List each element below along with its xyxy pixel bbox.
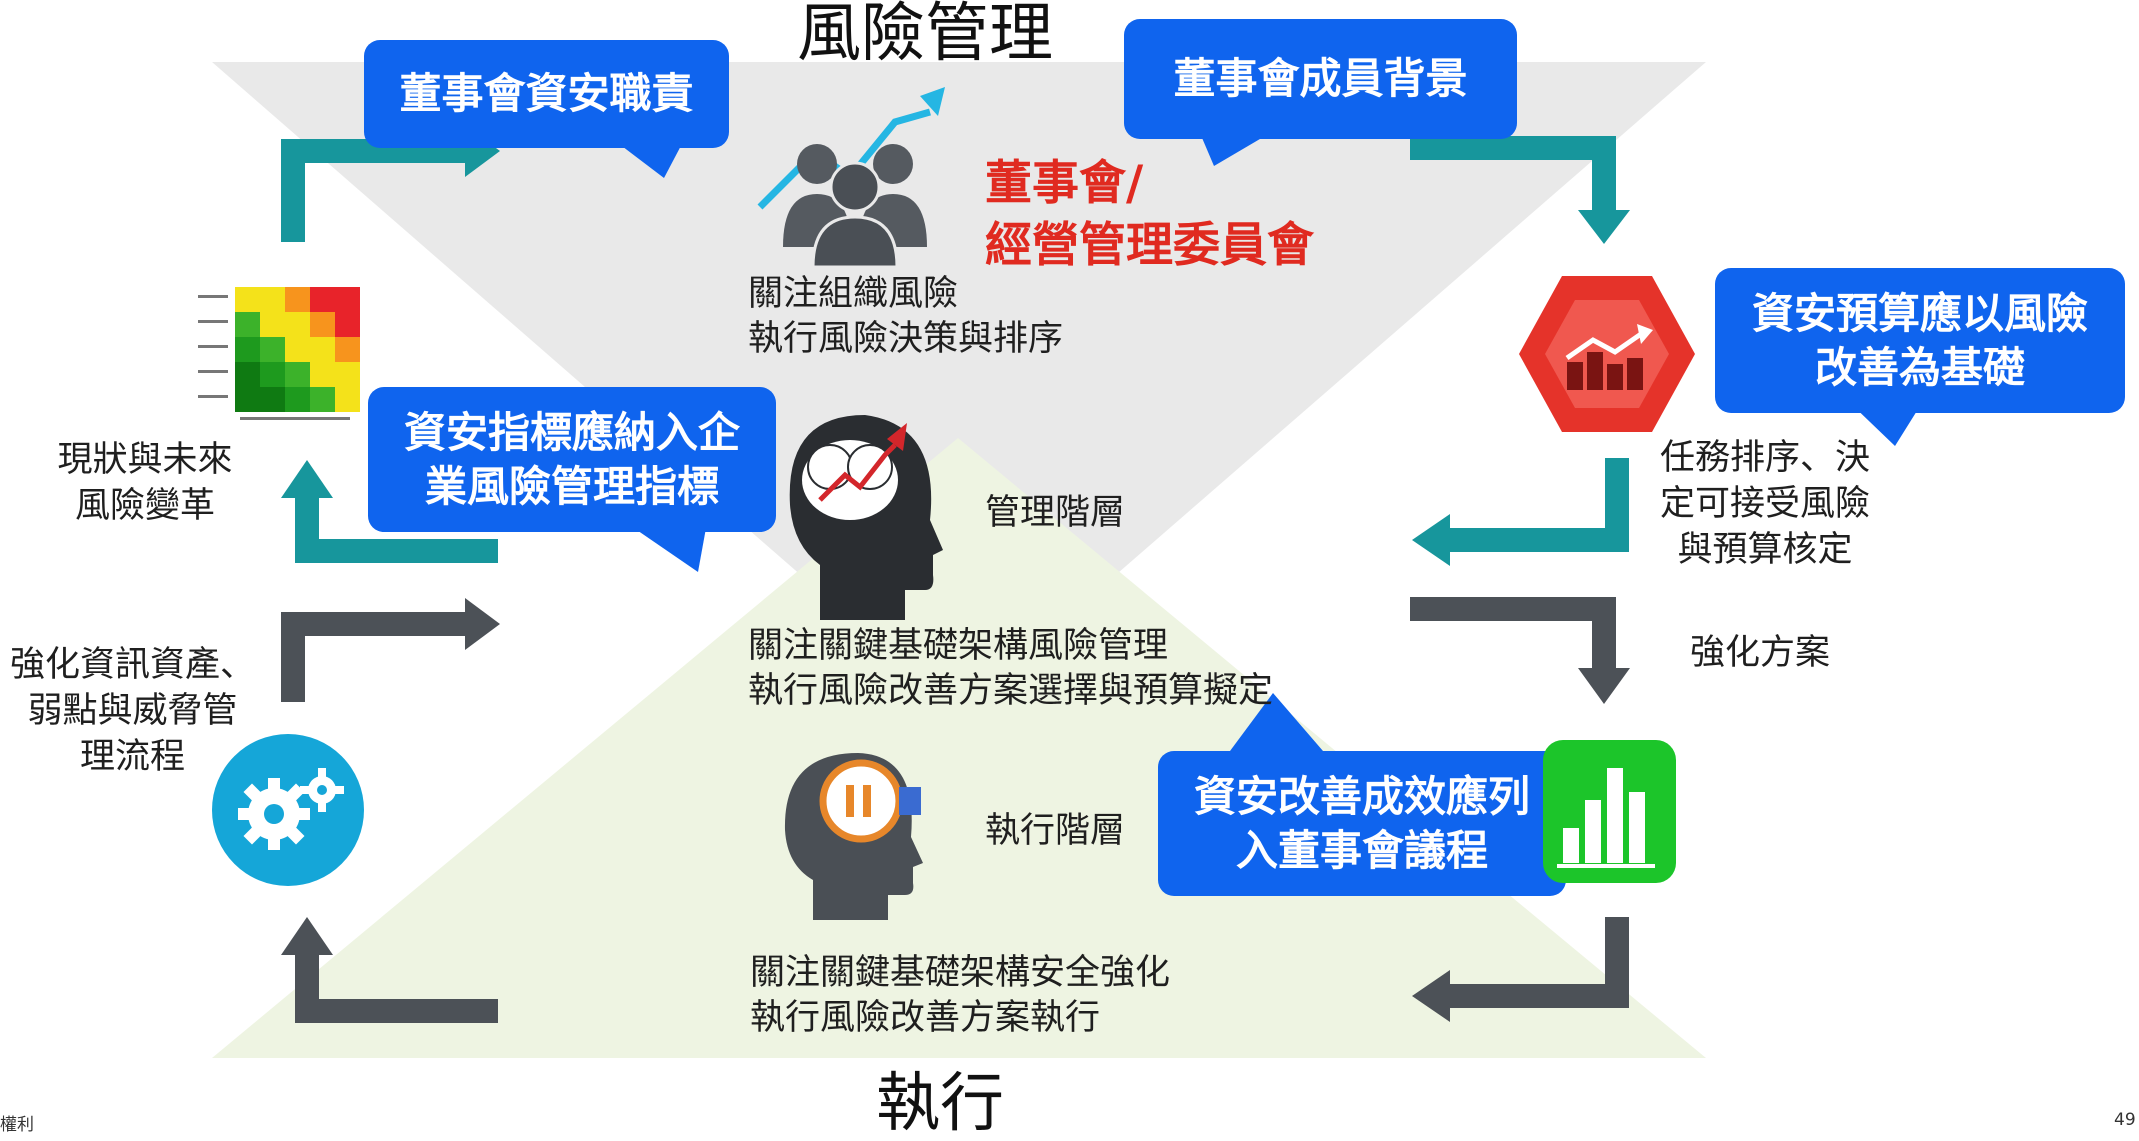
- board-focus-line2: 執行風險決策與排序: [748, 319, 1064, 359]
- teal-arrowhead: [1412, 514, 1450, 566]
- priority-label: 任務排序、決 定可接受風險 與預算核定: [1659, 438, 1870, 570]
- dark-arrow-lower-left: [281, 612, 470, 702]
- management-focus-line2: 執行風險改善方案選擇與預算擬定: [748, 671, 1274, 711]
- execution-focus-line2: 執行風險改善方案執行: [750, 998, 1101, 1038]
- teal-arrow-mid-right: [1450, 458, 1629, 552]
- bottom-title: 執行: [876, 1067, 1004, 1141]
- dark-arrowhead: [465, 598, 500, 650]
- top-title: 風險管理: [797, 0, 1053, 71]
- callout-board-duty: 董事會資安職責: [364, 40, 729, 178]
- head-lightbulb-icon: [784, 753, 923, 920]
- dark-arrow-bottom-left: [295, 955, 498, 1023]
- callout-agenda-text: 資安改善成效應列 入董事會議程: [1158, 751, 1566, 896]
- management-label: 管理階層: [985, 493, 1126, 533]
- dark-arrowhead: [281, 917, 333, 955]
- dark-arrow-bottom-right: [1450, 917, 1629, 1008]
- callout-board-background: 董事會成員背景: [1124, 19, 1517, 166]
- risk-matrix-icon: [198, 287, 360, 420]
- board-title-line1: 董事會/: [985, 156, 1144, 211]
- callout-indicator: 資安指標應納入企 業風險管理指標: [368, 387, 776, 572]
- callout-budget-text: 資安預算應以風險 改善為基礎: [1715, 268, 2125, 413]
- teal-arrow-mid-left: [295, 498, 498, 563]
- dark-arrowhead: [1578, 668, 1630, 704]
- board-focus-line1: 關注組織風險: [748, 274, 959, 314]
- head-brain-growth-icon: [789, 415, 943, 620]
- callout-indicator-text: 資安指標應納入企 業風險管理指標: [368, 387, 776, 532]
- teal-arrowhead: [1578, 210, 1630, 244]
- footer-left: 權利: [0, 1115, 34, 1135]
- risk-change-label: 現狀與未來 風險變革: [57, 440, 233, 526]
- dark-arrowhead: [1412, 970, 1450, 1022]
- green-bar-chart-icon: [1543, 740, 1676, 883]
- teal-arrow-top-left: [281, 139, 470, 242]
- callout-budget: 資安預算應以風險 改善為基礎: [1715, 268, 2125, 446]
- enhance-label: 強化方案: [1690, 633, 1831, 673]
- hexagon-bar-chart-icon: [1519, 276, 1695, 432]
- dark-arrow-lower-right: [1410, 597, 1616, 668]
- people-growth-icon: [757, 87, 945, 269]
- process-label: 強化資訊資產、 弱點與威脅管 理流程: [9, 645, 255, 777]
- callout-board-duty-text: 董事會資安職責: [364, 40, 729, 148]
- teal-arrowhead: [281, 460, 333, 498]
- page-number: 49: [2114, 1110, 2136, 1130]
- top-triangle: [212, 62, 1706, 712]
- callout-board-background-text: 董事會成員背景: [1124, 19, 1517, 139]
- board-title-line2: 經營管理委員會: [985, 218, 1314, 273]
- gears-icon: [212, 734, 364, 886]
- execution-label: 執行階層: [985, 811, 1126, 851]
- callout-agenda: 資安改善成效應列 入董事會議程: [1158, 693, 1566, 896]
- bottom-triangle: [212, 438, 1706, 1058]
- teal-arrow-top-right: [1410, 136, 1616, 210]
- execution-focus-line1: 關注關鍵基礎架構安全強化: [750, 953, 1171, 993]
- management-focus-line1: 關注關鍵基礎架構風險管理: [748, 626, 1169, 666]
